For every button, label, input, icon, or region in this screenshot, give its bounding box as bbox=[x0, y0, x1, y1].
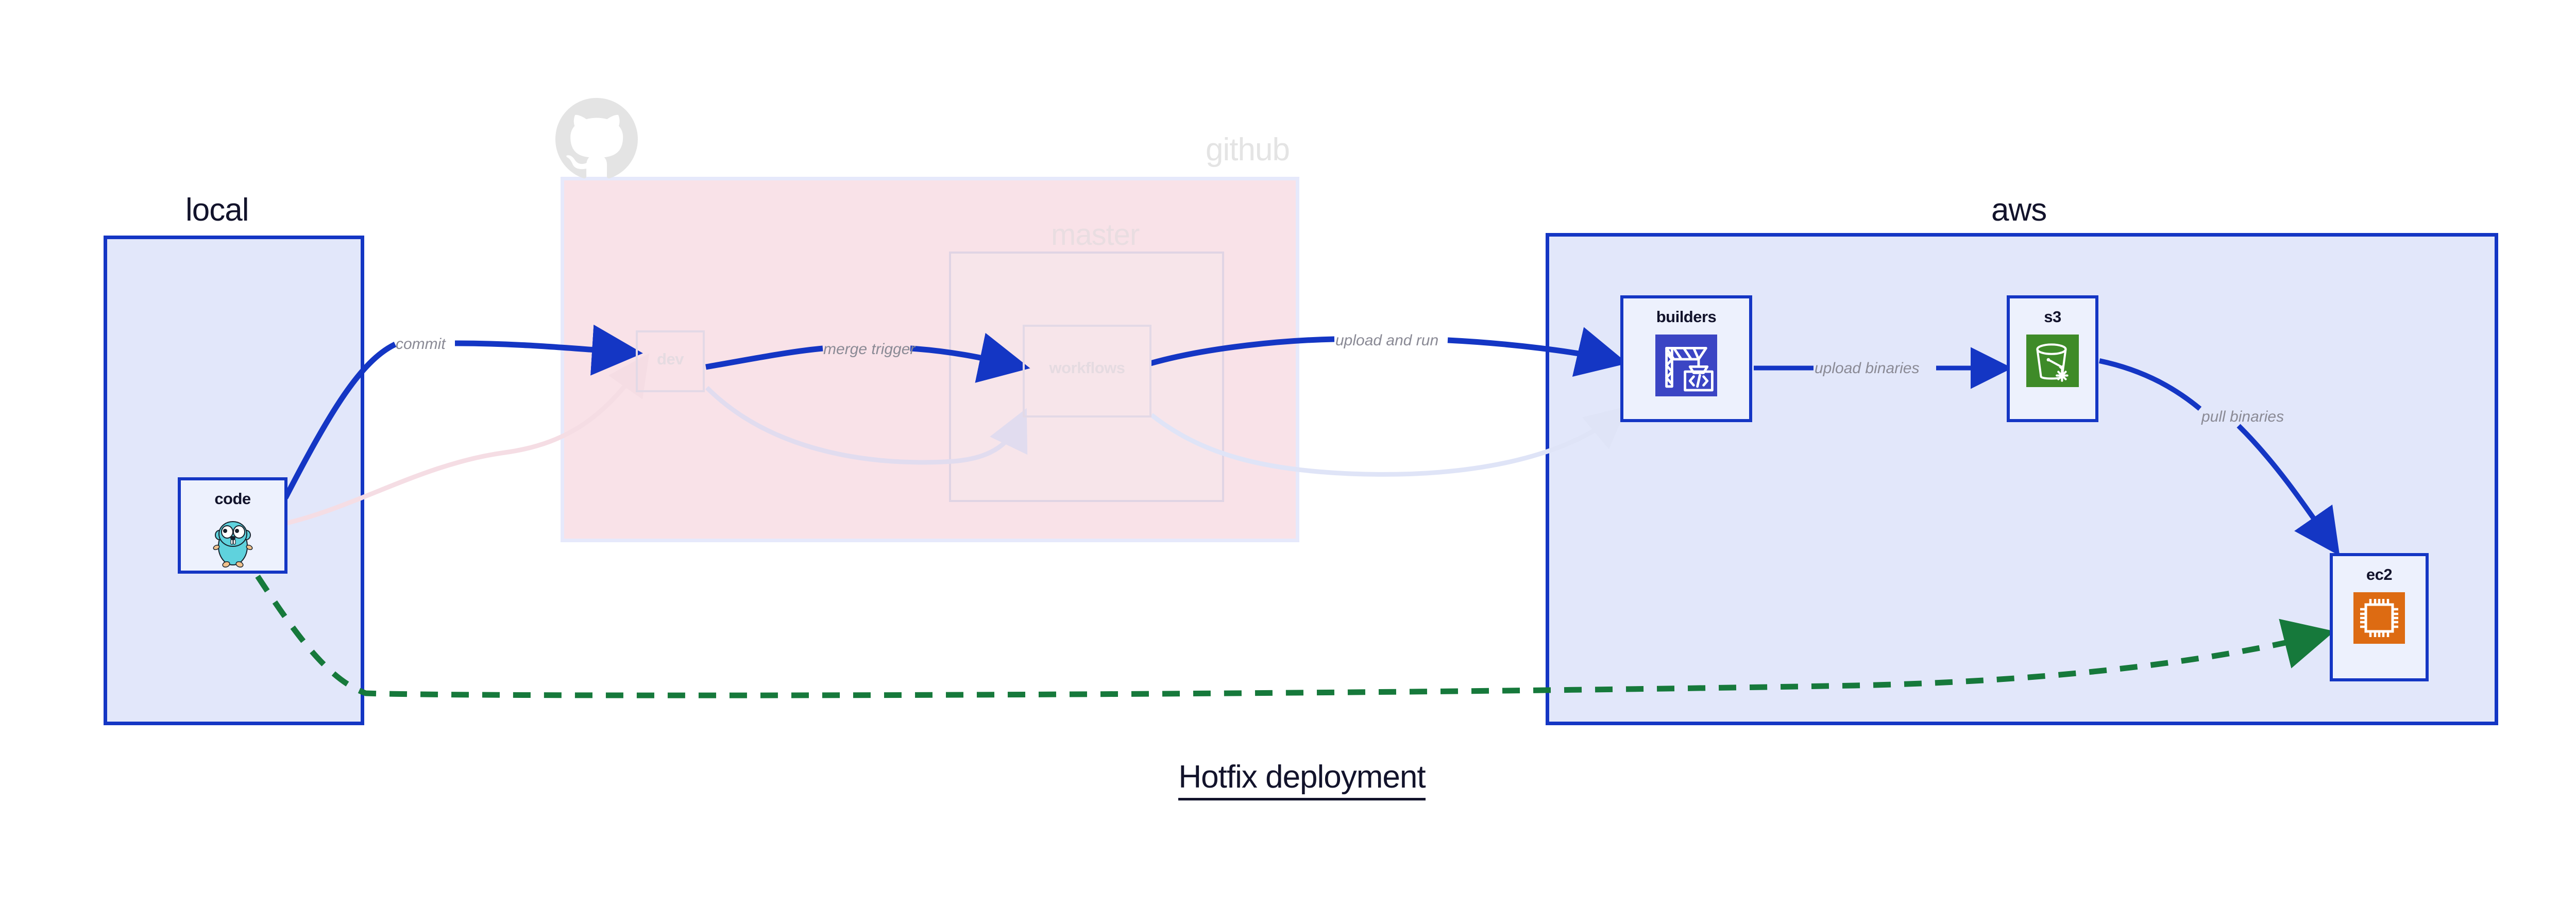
edge-label-commit: commit bbox=[396, 336, 446, 353]
node-label-builders: builders bbox=[1656, 308, 1717, 326]
diagram-caption: Hotfix deployment bbox=[0, 759, 2576, 800]
aws-ec2-chip-icon bbox=[2353, 592, 2405, 646]
diagram-caption-text: Hotfix deployment bbox=[1178, 759, 1426, 800]
node-s3[interactable]: s3 bbox=[2007, 295, 2098, 422]
node-label-dev: dev bbox=[657, 350, 684, 368]
node-label-workflows: workflows bbox=[1049, 359, 1125, 377]
go-gopher-icon bbox=[210, 516, 256, 571]
group-label-master: master bbox=[1051, 218, 1140, 252]
node-label-code: code bbox=[214, 490, 251, 508]
group-label-aws: aws bbox=[1991, 192, 2047, 228]
node-label-ec2: ec2 bbox=[2366, 565, 2393, 583]
group-label-local: local bbox=[185, 192, 249, 228]
aws-codebuild-icon bbox=[1655, 335, 1717, 399]
github-octocat-icon bbox=[555, 98, 638, 179]
node-dev[interactable]: dev bbox=[636, 330, 705, 392]
node-workflows[interactable]: workflows bbox=[1023, 325, 1151, 417]
node-label-s3: s3 bbox=[2044, 308, 2061, 326]
group-label-github: github bbox=[1206, 132, 1290, 168]
aws-s3-bucket-icon bbox=[2026, 335, 2079, 390]
edge-label-upload-and-run: upload and run bbox=[1335, 332, 1438, 349]
node-builders[interactable]: builders bbox=[1620, 295, 1752, 422]
node-code[interactable]: code bbox=[178, 477, 287, 574]
node-ec2[interactable]: ec2 bbox=[2330, 553, 2429, 681]
